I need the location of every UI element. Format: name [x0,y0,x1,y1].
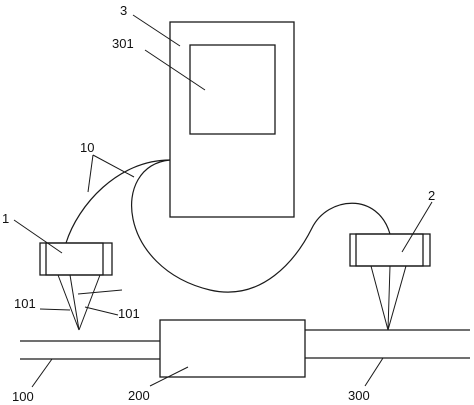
leader-pipe-middle [149,366,189,387]
right-sensor-outer [349,233,431,267]
leader-pipe-left [31,358,53,388]
left-sensor-inner [45,242,104,276]
leader-lines [13,14,433,388]
cables [65,159,391,293]
leader-cable-right [92,154,135,178]
label-pipe-middle: 200 [128,388,150,403]
main-device [169,21,295,218]
left-beam-line [57,274,80,331]
leader-sensor-right [401,201,433,253]
leader-sensor-left [13,219,63,254]
display-screen [189,44,276,135]
leader-display [144,49,206,91]
middle-pipe-body [159,319,306,378]
right-beam-line [387,265,407,331]
right-beam-line [370,265,389,331]
leader-beam-right [84,306,119,316]
label-beam-lines-left: 101 [14,296,36,311]
label-sensor-left: 1 [2,211,9,226]
label-beam-lines-right: 101 [118,306,140,321]
left-beam-line [78,274,101,331]
label-sensor-right: 2 [428,188,435,203]
left-beam-line [77,289,123,295]
left-beam-line [69,274,80,331]
leader-beam-left [39,308,71,311]
label-pipe-left: 100 [12,389,34,404]
pipeline [20,319,470,378]
device-housing [169,21,295,218]
label-display: 301 [112,36,134,51]
label-pipe-right: 300 [348,388,370,403]
right-sensor-inner [355,233,424,267]
label-cable: 10 [80,140,94,155]
label-device: 3 [120,3,127,18]
leader-cable-left [87,154,94,193]
left-sensor-outer [39,242,113,276]
left-sensor [39,242,123,331]
right-sensor [349,233,431,331]
right-beam-line [387,265,391,331]
cable-to-right-sensor [130,159,391,293]
leader-pipe-right [364,357,384,387]
leader-device [132,14,181,47]
cable-to-left-sensor [65,159,171,244]
reference-labels: 3 301 10 1 2 101 101 100 200 300 [2,3,435,404]
